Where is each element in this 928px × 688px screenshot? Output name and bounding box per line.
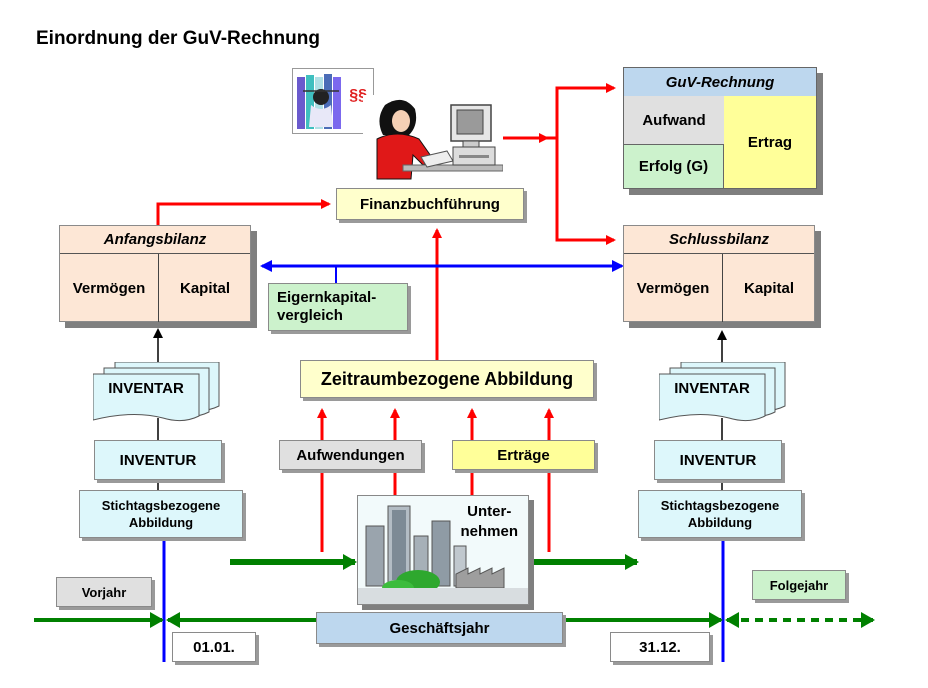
unternehmen-line-2: nehmen xyxy=(460,523,518,540)
stichtag-left-box: Stichtagsbezogene Abbildung xyxy=(79,490,243,538)
folgejahr-box: Folgejahr xyxy=(752,570,846,600)
unternehmen-line-1: Unter- xyxy=(467,503,512,520)
schlussbilanz-vermoegen: Vermögen xyxy=(636,279,710,297)
page-title: Einordnung der GuV-Rechnung xyxy=(36,28,320,49)
inventar-right-document: INVENTAR xyxy=(659,362,789,422)
schlussbilanz-table: Schlussbilanz Vermögen Kapital xyxy=(623,225,815,322)
inventur-left-box: INVENTUR xyxy=(94,440,222,480)
company-buildings-icon xyxy=(358,505,528,604)
schlussbilanz-divider xyxy=(722,254,723,322)
law-books-icon xyxy=(297,74,341,129)
zeitraumbezogene-abbildung-box: Zeitraumbezogene Abbildung xyxy=(300,360,594,398)
stichtag-right-line-2: Abbildung xyxy=(687,515,753,530)
ertraege-box: Erträge xyxy=(452,440,595,470)
inventar-left-document: INVENTAR xyxy=(93,362,223,422)
eigenkapitalvergleich-line-2: vergleich xyxy=(277,307,343,324)
guv-aufwand-cell: Aufwand xyxy=(624,96,725,144)
guv-rechnung-table: GuV-Rechnung Aufwand Erfolg (G) Ertrag xyxy=(623,67,817,189)
geschaeftsjahr-box: Geschäftsjahr xyxy=(316,612,563,644)
guv-ertrag-cell: Ertrag xyxy=(724,96,816,188)
accountant-at-computer-illustration xyxy=(363,95,504,183)
unternehmen-label: Unter- nehmen xyxy=(460,502,518,542)
stichtag-left-line-1: Stichtagsbezogene xyxy=(101,498,221,513)
anfangsbilanz-kapital: Kapital xyxy=(179,279,230,297)
document-stack-icon xyxy=(659,362,786,422)
eigenkapitalvergleich-box: Eigernkapital- vergleich xyxy=(268,283,408,331)
anfangsbilanz-title: Anfangsbilanz xyxy=(60,226,250,254)
finanzbuchfuehrung-box: Finanzbuchführung xyxy=(336,188,524,220)
arrow-to-schlussbilanz xyxy=(555,138,616,245)
vorjahr-box: Vorjahr xyxy=(56,577,152,607)
guv-erfolg-cell: Erfolg (G) xyxy=(624,144,724,188)
end-date-box: 31.12. xyxy=(610,632,710,662)
schlussbilanz-kapital: Kapital xyxy=(743,279,794,297)
stichtag-right-line-1: Stichtagsbezogene xyxy=(660,498,780,513)
anfangsbilanz-vermoegen: Vermögen xyxy=(72,279,146,297)
unternehmen-box: Unter- nehmen xyxy=(357,495,529,605)
schlussbilanz-title: Schlussbilanz xyxy=(624,226,814,254)
document-stack-icon xyxy=(93,362,220,422)
anfangsbilanz-divider xyxy=(158,254,159,322)
stichtag-left-line-2: Abbildung xyxy=(128,515,194,530)
stichtag-right-box: Stichtagsbezogene Abbildung xyxy=(638,490,802,538)
inventar-left-label: INVENTAR xyxy=(108,380,184,397)
eigenkapitalvergleich-line-1: Eigernkapital- xyxy=(277,289,377,306)
start-date-box: 01.01. xyxy=(172,632,256,662)
arrow-anfangsbilanz-to-fibu xyxy=(156,199,331,228)
aufwendungen-box: Aufwendungen xyxy=(279,440,422,470)
law-books-illustration: §§ xyxy=(292,68,374,134)
arrow-to-guv xyxy=(503,83,616,140)
guv-title: GuV-Rechnung xyxy=(624,68,816,97)
inventar-right-label: INVENTAR xyxy=(674,380,750,397)
paragraph-symbol: §§ xyxy=(349,87,367,104)
computer-user-icon xyxy=(363,95,504,183)
inventur-right-box: INVENTUR xyxy=(654,440,782,480)
anfangsbilanz-table: Anfangsbilanz Vermögen Kapital xyxy=(59,225,251,322)
